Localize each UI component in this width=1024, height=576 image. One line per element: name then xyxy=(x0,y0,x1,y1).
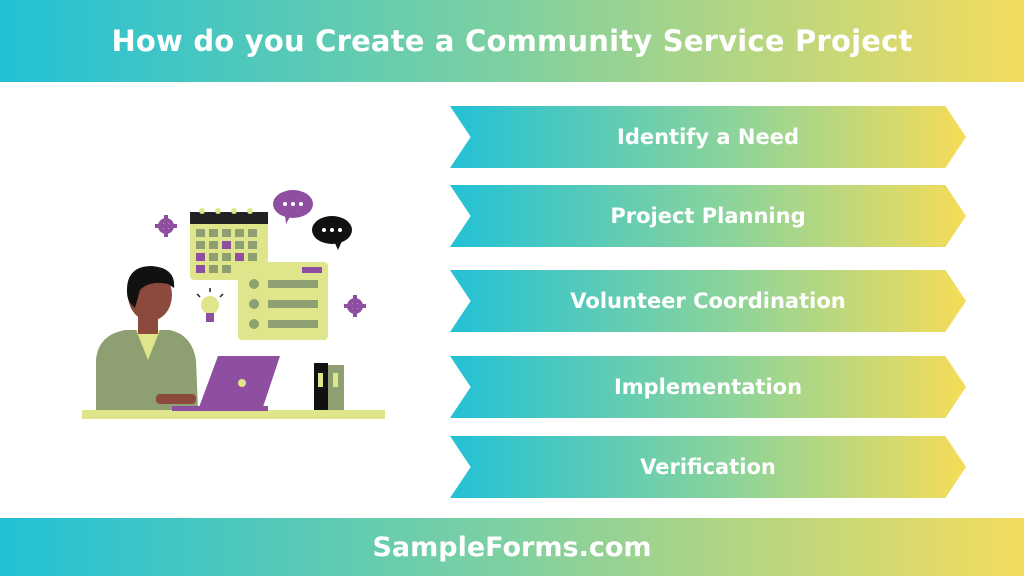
books-icon xyxy=(314,363,344,410)
speech-bubble-icon xyxy=(312,216,352,250)
step-verification: Verification xyxy=(450,436,966,498)
page-title: How do you Create a Community Service Pr… xyxy=(0,0,1024,82)
gear-icon xyxy=(344,295,366,317)
desk xyxy=(82,410,385,419)
step-project-planning: Project Planning xyxy=(450,185,966,247)
laptop-icon xyxy=(172,356,280,411)
step-volunteer-coordination: Volunteer Coordination xyxy=(450,270,966,332)
footer-brand: SampleForms.com xyxy=(0,518,1024,576)
checklist-icon xyxy=(238,262,328,340)
gear-icon xyxy=(155,215,177,237)
lightbulb-icon xyxy=(196,288,224,322)
step-identify-need: Identify a Need xyxy=(450,106,966,168)
step-implementation: Implementation xyxy=(450,356,966,418)
process-steps: Identify a Need Project Planning Volunte… xyxy=(450,0,970,576)
speech-bubble-icon xyxy=(273,190,313,224)
person-figure xyxy=(96,266,198,410)
person-at-laptop-illustration xyxy=(80,180,390,425)
